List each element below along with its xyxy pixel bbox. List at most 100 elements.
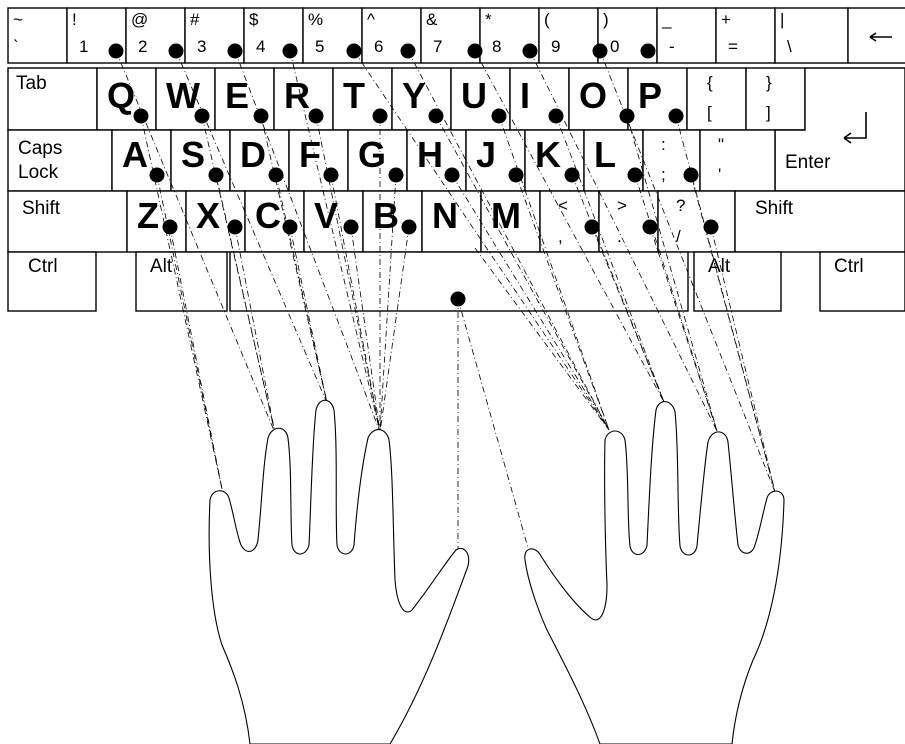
finger-target-dot — [282, 219, 298, 235]
key-comma[interactable]: <, — [539, 190, 600, 253]
guide-line — [175, 50, 328, 404]
guide-line — [515, 174, 610, 431]
key-enter[interactable]: Enter — [774, 67, 905, 192]
key-d[interactable]: D — [229, 129, 290, 192]
key-lbracket[interactable]: {[ — [686, 67, 747, 131]
key-n[interactable]: N — [421, 190, 482, 253]
finger-target-dot — [467, 43, 483, 59]
finger-target-dot — [491, 108, 507, 124]
key-cap — [7, 129, 113, 192]
right-hand-outline — [524, 401, 785, 744]
key-base-symbol: 0 — [610, 37, 619, 56]
key-shift-left[interactable]: Shift — [7, 190, 128, 253]
key-3[interactable]: #3 — [184, 7, 245, 64]
finger-target-dot — [149, 167, 165, 183]
key-shift-symbol: ^ — [367, 10, 375, 29]
key-base-symbol: 9 — [551, 37, 560, 56]
key-period[interactable]: >. — [598, 190, 659, 253]
finger-target-dot — [133, 108, 149, 124]
key-a[interactable]: A — [111, 129, 172, 192]
key-backslash[interactable]: |\ — [774, 7, 849, 64]
key-slash[interactable]: ?/ — [657, 190, 736, 253]
key-shift-symbol: + — [721, 10, 731, 29]
guide-line — [315, 115, 381, 433]
left-hand-outline — [208, 399, 470, 744]
key-shift-symbol: > — [617, 196, 627, 215]
key-c[interactable]: C — [244, 190, 305, 253]
key-minus[interactable]: _- — [656, 7, 717, 64]
key-letter: N — [432, 195, 458, 236]
key-9[interactable]: (9 — [538, 7, 599, 64]
key-apostrophe[interactable]: "' — [699, 129, 776, 192]
finger-target-dot — [194, 108, 210, 124]
guide-line — [649, 226, 718, 432]
key-cap — [7, 67, 98, 131]
key-base-symbol: 7 — [433, 37, 442, 56]
key-cap — [170, 129, 231, 192]
finger-target-dot — [428, 108, 444, 124]
key-letter: I — [520, 75, 530, 116]
key-cap — [657, 190, 736, 253]
key-q[interactable]: Q — [96, 67, 157, 131]
key-equals[interactable]: += — [715, 7, 776, 64]
finger-target-dot — [703, 219, 719, 235]
key-cap — [273, 67, 334, 131]
key-cap — [421, 190, 482, 253]
guide-line — [626, 115, 718, 432]
key-tab[interactable]: Tab — [7, 67, 98, 131]
key-base-symbol: 5 — [315, 37, 324, 56]
key-ctrl-left[interactable]: Ctrl — [7, 251, 97, 312]
key-base-symbol: = — [728, 37, 738, 56]
guide-line — [379, 174, 397, 433]
key-cap — [538, 7, 599, 64]
key-label: Alt — [150, 256, 173, 277]
key-cap — [819, 251, 905, 312]
key-shift-symbol: $ — [249, 10, 259, 29]
guide-line — [457, 298, 529, 549]
key-letter: A — [122, 134, 148, 175]
finger-target-dot — [388, 167, 404, 183]
key-shift-right[interactable]: Shift — [734, 190, 905, 253]
finger-target-dot — [450, 291, 466, 307]
key-shift-symbol: | — [780, 10, 784, 29]
key-shift-symbol: # — [190, 10, 200, 29]
key-cap — [7, 190, 128, 253]
key-backtick[interactable]: ~` — [7, 7, 68, 64]
key-cap — [656, 7, 717, 64]
key-label: Alt — [708, 256, 731, 277]
finger-target-dot — [227, 219, 243, 235]
key-cap — [693, 251, 782, 312]
key-base-symbol: 6 — [374, 37, 383, 56]
key-k[interactable]: K — [524, 129, 585, 192]
key-letter: E — [225, 75, 249, 116]
key-base-symbol: 8 — [492, 37, 501, 56]
finger-targets — [108, 43, 719, 307]
key-1[interactable]: !1 — [66, 7, 127, 64]
key-s[interactable]: S — [170, 129, 231, 192]
key-letter: Q — [107, 75, 135, 116]
key-rbracket[interactable]: }] — [745, 67, 806, 131]
finger-target-dot — [400, 43, 416, 59]
key-alt-left[interactable]: Alt — [135, 251, 228, 312]
key-ctrl-right[interactable]: Ctrl — [819, 251, 905, 312]
guide-line — [591, 226, 665, 403]
key-h[interactable]: H — [406, 129, 467, 192]
key-letter: P — [638, 75, 662, 116]
key-label: Tab — [16, 73, 47, 94]
guide-line — [474, 247, 610, 431]
key-f[interactable]: F — [288, 129, 349, 192]
key-alt-right[interactable]: Alt — [693, 251, 782, 312]
key-o[interactable]: O — [568, 67, 629, 131]
key-z[interactable]: Z — [126, 190, 187, 253]
key-base-symbol: 4 — [256, 37, 265, 56]
key-backspace[interactable] — [847, 7, 905, 64]
key-r[interactable]: R — [273, 67, 334, 131]
guide-line — [234, 226, 276, 434]
finger-target-dot — [548, 108, 564, 124]
key-m[interactable]: M — [480, 190, 541, 253]
key-letter: U — [461, 75, 487, 116]
enter-arrow-icon — [843, 112, 867, 144]
